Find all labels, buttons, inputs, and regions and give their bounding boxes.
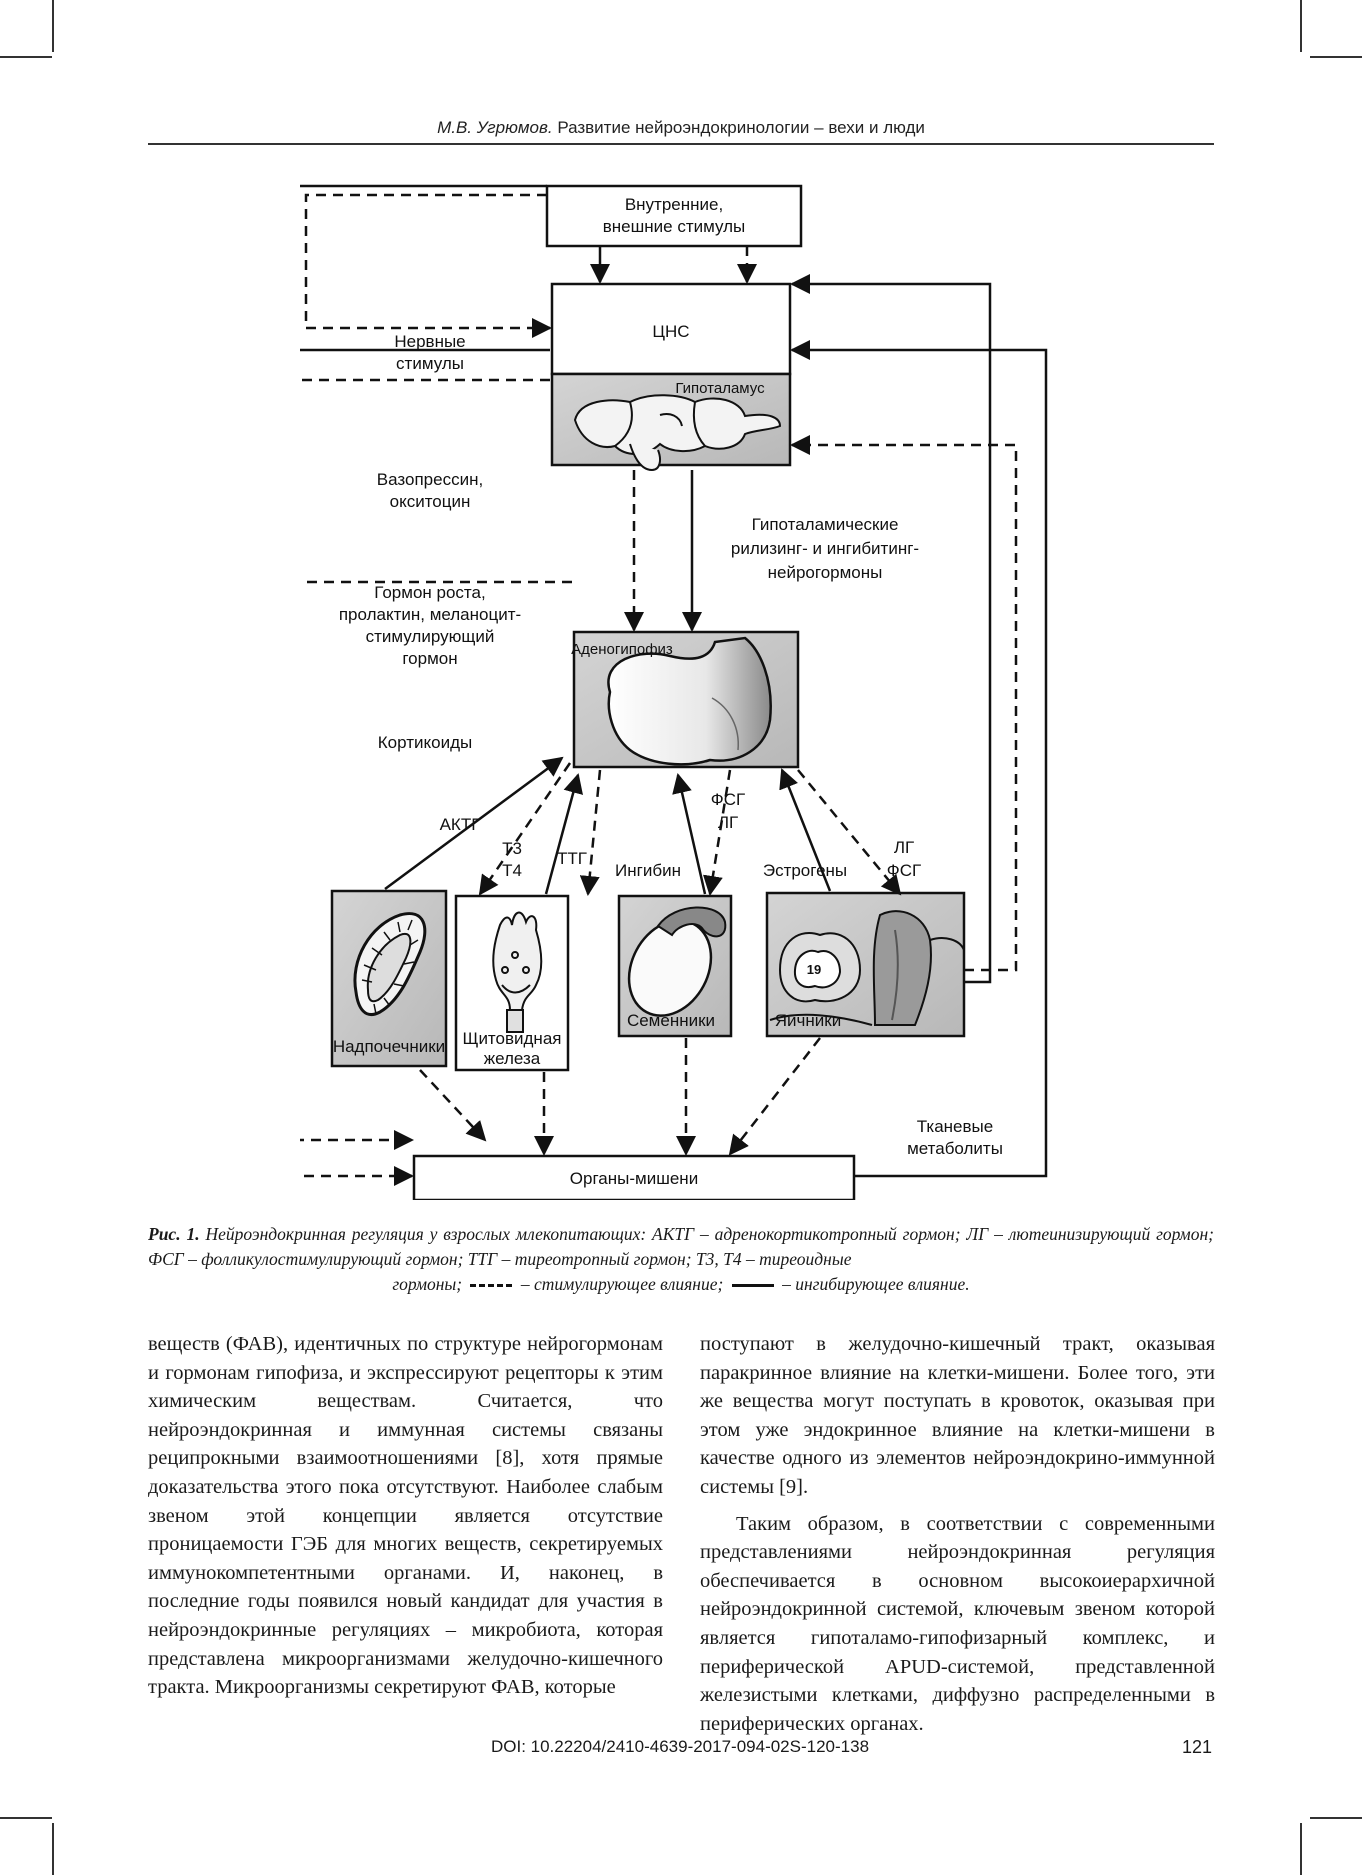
running-header: М.В. Угрюмов. Развитие нейроэндокринолог… [148,118,1214,142]
legend-solid-text: – ингибирующее влияние. [782,1274,970,1294]
estrogens-label: Эстрогены [763,861,847,880]
lg-label: ЛГ [718,813,738,832]
t3-label: Т3 [502,839,522,858]
thyroid-image [492,911,543,1033]
stimuli-label-1: Внутренние, [625,195,723,214]
crop-mark [1300,0,1302,52]
thyroid-label-2: железа [484,1049,541,1068]
fsg-label-right: ФСГ [887,861,921,880]
body-paragraph: Таким образом, в соответствии с современ… [700,1512,1215,1735]
crop-mark [0,56,52,58]
growth-2: пролактин, меланоцит- [339,605,521,624]
adrenal-image [353,912,427,1016]
nerve-stimuli-2: стимулы [396,354,464,373]
caption-legend: гормоны; – стимулирующее влияние; – инги… [148,1272,1214,1297]
crop-mark [1300,1823,1302,1875]
tissue-label-1: Тканевые [917,1117,993,1136]
adrenals-label: Надпочечники [333,1037,445,1056]
header-title: Развитие нейроэндокринологии – вехи и лю… [557,118,925,137]
releasing-2: рилизинг- и ингибитинг- [731,539,919,558]
header-author: М.В. Угрюмов. [437,118,553,137]
ovaries-label: Яичники [775,1011,841,1030]
ovary-image [769,910,965,1026]
legend-start: гормоны; [392,1274,463,1294]
body-paragraph: веществ (ФАВ), идентичных по структуре н… [148,1333,663,1699]
crop-mark [0,1817,52,1819]
crop-mark [52,0,54,52]
solid-line-nerve [262,184,550,352]
figure-neuroendocrine: Внутренние, внешние стимулы ЦНС Гипотала… [262,180,1060,1202]
fsg-label: ФСГ [711,790,745,809]
hypothalamus-label: Гипоталамус [675,380,765,397]
lg-label-right: ЛГ [894,838,914,857]
header-rule [148,143,1214,145]
nerve-stimuli-1: Нервные [394,332,465,351]
releasing-3: нейрогормоны [768,563,883,582]
inhibin-label: Ингибин [615,861,681,880]
body-column-left: веществ (ФАВ), идентичных по структуре н… [148,1330,663,1702]
stimuli-label-2: внешние стимулы [603,217,746,236]
crop-mark [1310,1817,1362,1819]
caption-lead: Рис. 1. [148,1224,200,1244]
actg-label: АКТГ [440,815,481,834]
legend-dashed-sample [470,1284,513,1288]
tissue-label-2: метаболиты [907,1139,1003,1158]
adenohypophysis-image [607,636,772,766]
growth-3: стимулирующий [366,627,495,646]
legend-solid-sample [731,1284,774,1288]
ttg-label: ТТГ [557,849,587,868]
releasing-1: Гипоталамические [752,515,899,534]
growth-4: гормон [402,649,457,668]
thyroid-label-1: Щитовидная [463,1029,562,1048]
testis-image [627,906,727,1017]
growth-1: Гормон роста, [374,583,485,602]
neuroendocrine-diagram: Внутренние, внешние стимулы ЦНС Гипотала… [262,184,1048,1202]
vasopressin-1: Вазопрессин, [377,470,483,489]
cns-box [550,282,792,376]
adeno-label: Аденогипофиз [571,641,673,658]
crop-mark [52,1823,54,1875]
targets-label: Органы-мишени [570,1169,698,1188]
body-column-right: поступают в желудочно-кишечный тракт, ок… [700,1330,1215,1738]
caption-text: Нейроэндокринная регуляция у взрослых мл… [148,1224,1214,1269]
crop-mark [1310,56,1362,58]
vasopressin-2: окситоцин [390,492,471,511]
cns-label: ЦНС [652,322,689,341]
figure-caption: Рис. 1. Нейроэндокринная регуляция у взр… [148,1222,1214,1297]
corticoids-label: Кортикоиды [378,733,472,752]
stimuli-box [545,184,803,248]
testes-label: Семенники [627,1011,715,1030]
t4-label: Т4 [502,861,522,880]
hypothalamus-image [573,394,782,472]
legend-dashed-text: – стимулирующее влияние; [520,1274,724,1294]
page-number: 121 [1181,1737,1212,1757]
footer-doi: DOI: 10.22204/2410-4639-2017-094-02S-120… [490,1737,870,1756]
body-paragraph: поступают в желудочно-кишечный тракт, ок… [700,1333,1215,1498]
ovary-number: 19 [807,962,821,977]
